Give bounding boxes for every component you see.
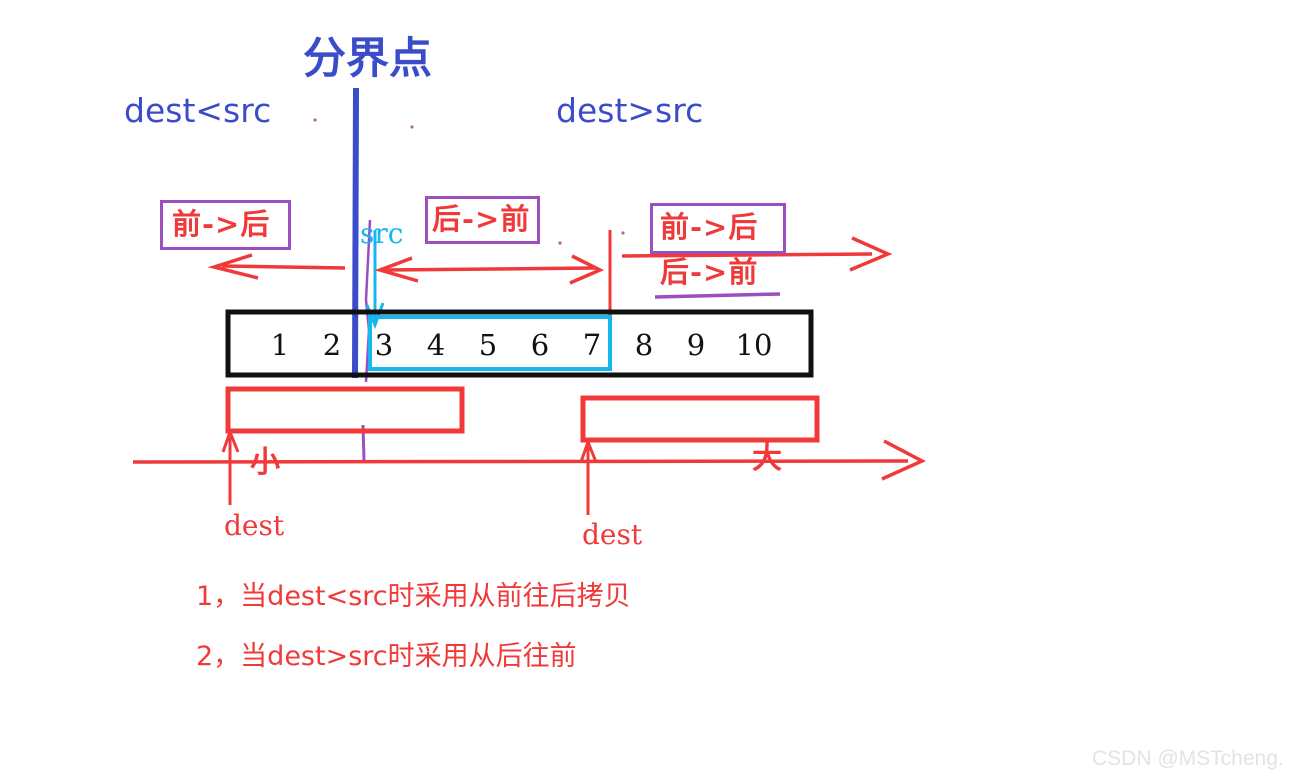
boundary-point-title: 分界点 — [303, 34, 432, 84]
dest-left-label: dest — [224, 509, 285, 542]
middle-direction-box — [425, 196, 540, 244]
array-cell: 7 — [582, 328, 602, 362]
array-cell: 10 — [735, 328, 773, 362]
dest-greater-than-src-label: dest>src — [556, 91, 704, 130]
right-direction-label-top: 前->后 — [660, 210, 759, 244]
middle-copy-arrow-shaft — [383, 266, 597, 272]
right-copy-arrow-head — [849, 236, 893, 272]
right-copy-arrow-shaft — [621, 252, 873, 258]
stray-mark-2 — [410, 125, 414, 129]
array-highlight-box — [368, 315, 612, 371]
stray-mark-4 — [621, 231, 625, 235]
axis-large-label: 大 — [752, 441, 782, 476]
value-axis-line — [132, 459, 909, 464]
boundary-line — [352, 87, 359, 379]
stray-mark-1 — [313, 118, 317, 122]
purple-guide-line — [364, 219, 372, 383]
dest-right-pointer-head — [579, 437, 598, 463]
right-direction-box — [650, 203, 786, 254]
note-line-1: 1，当dest<src时采用从前往后拷贝 — [196, 581, 631, 612]
note-line-2: 2，当dest>src时采用从后往前 — [196, 641, 577, 672]
stray-mark-3 — [558, 241, 562, 245]
array-outer-box — [225, 309, 814, 378]
middle-copy-arrow-head-right — [569, 254, 605, 285]
left-copy-arrow-head — [207, 253, 259, 280]
right-label-underline — [654, 292, 781, 299]
watermark: CSDN @MSTcheng. — [1092, 747, 1284, 770]
dest-right-label: dest — [582, 518, 643, 551]
array-cell: 6 — [530, 328, 550, 362]
array-cell: 8 — [634, 328, 654, 362]
dest-less-than-src-label: dest<src — [124, 91, 272, 130]
value-axis-arrowhead — [881, 439, 926, 481]
array-cell: 4 — [426, 328, 446, 362]
dest-left-pointer-head — [221, 427, 240, 453]
src-pointer-label: src — [360, 217, 404, 250]
left-direction-box — [160, 200, 291, 250]
array-cell: 2 — [322, 328, 342, 362]
middle-direction-label: 后->前 — [432, 202, 531, 236]
left-copy-arrow-shaft — [221, 264, 346, 270]
dest-block-right — [580, 395, 820, 443]
array-cell: 5 — [478, 328, 498, 362]
middle-copy-arrow-head-left — [374, 256, 419, 283]
array-cell: 1 — [270, 328, 290, 362]
right-direction-label-bottom: 后->前 — [660, 255, 759, 289]
left-direction-label: 前->后 — [172, 207, 271, 241]
array-cell: 3 — [374, 328, 394, 362]
axis-small-label: 小 — [250, 445, 280, 480]
dest-block-left — [225, 386, 465, 434]
array-cell: 9 — [686, 328, 706, 362]
